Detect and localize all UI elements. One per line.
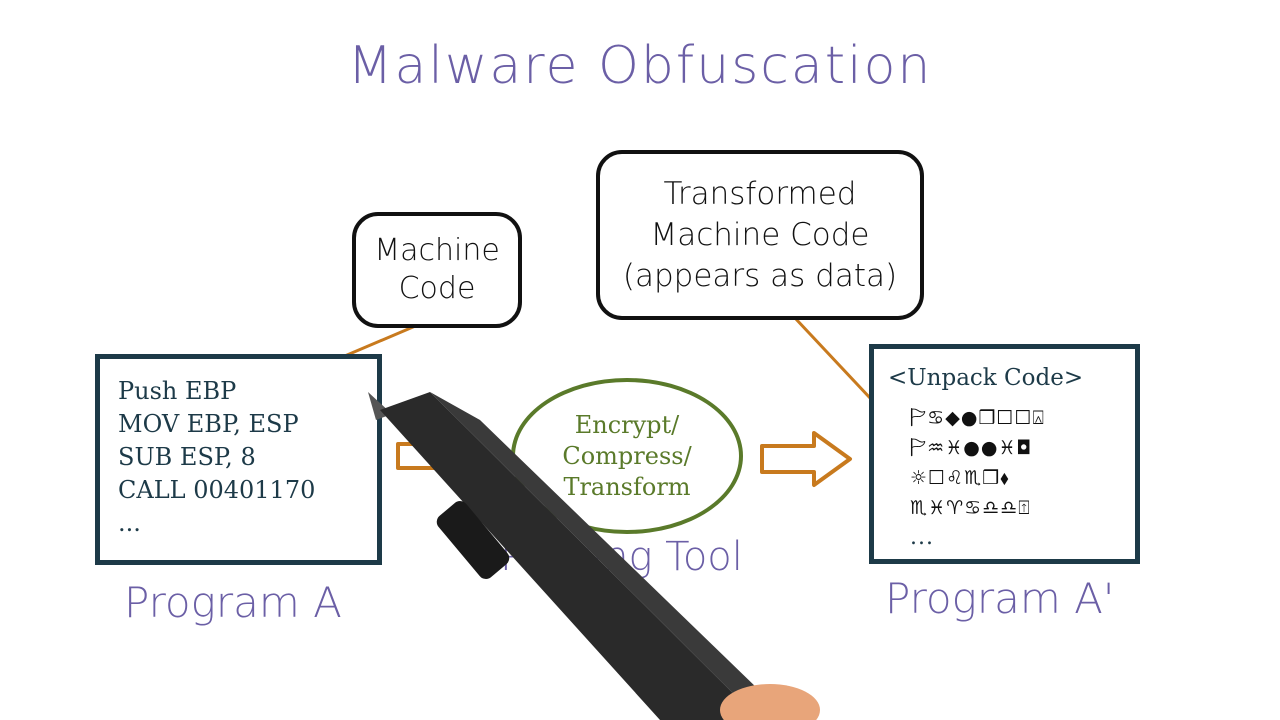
- code-line: Push EBP: [118, 377, 237, 405]
- code-line: MOV EBP, ESP: [118, 410, 299, 438]
- obfuscated-ellipsis: ...: [910, 525, 934, 550]
- transformed-code-callout: Transformed Machine Code (appears as dat…: [596, 150, 924, 320]
- obfuscated-line: ☼☐♌♏❒⬧: [910, 467, 1010, 489]
- code-line: CALL 00401170: [118, 476, 316, 504]
- callout-line: Transformed: [663, 175, 857, 212]
- code-line: ...: [118, 509, 141, 537]
- program-a-prime-caption: Program A': [885, 574, 1115, 623]
- page-title: Malware Obfuscation: [347, 36, 933, 96]
- packer-step: Encrypt/: [574, 410, 680, 439]
- machine-code-callout: Machine Code: [352, 212, 522, 328]
- obfuscated-line: ♏♓♈♋♎♎⍐: [910, 497, 1031, 519]
- arrow-to-output-icon: [760, 431, 852, 487]
- obfuscated-data: 🏱♋◆●❒☐☐⍓ 🏱♒♓●●♓◘ ☼☐♌♏❒⬧ ♏♓♈♋♎♎⍐ ...: [910, 403, 1045, 553]
- callout-line: Machine Code: [650, 216, 870, 253]
- code-line: SUB ESP, 8: [118, 443, 256, 471]
- obfuscated-line: 🏱♒♓●●♓◘: [910, 437, 1033, 459]
- packer-step: Compress/: [562, 441, 692, 470]
- program-a-caption: Program A: [124, 578, 342, 627]
- program-a-box: Push EBP MOV EBP, ESP SUB ESP, 8 CALL 00…: [95, 354, 382, 565]
- packer-step: Transform: [563, 472, 691, 501]
- callout-line: (appears as data): [622, 257, 898, 294]
- obfuscated-line: 🏱♋◆●❒☐☐⍓: [910, 407, 1045, 429]
- callout-line: Code: [398, 271, 476, 306]
- callout-line: Machine: [374, 233, 500, 268]
- program-a-code: Push EBP MOV EBP, ESP SUB ESP, 8 CALL 00…: [118, 375, 315, 540]
- program-a-prime-box: <Unpack Code> 🏱♋◆●❒☐☐⍓ 🏱♒♓●●♓◘ ☼☐♌♏❒⬧ ♏♓…: [869, 344, 1140, 564]
- unpack-code-header: <Unpack Code>: [888, 365, 1084, 391]
